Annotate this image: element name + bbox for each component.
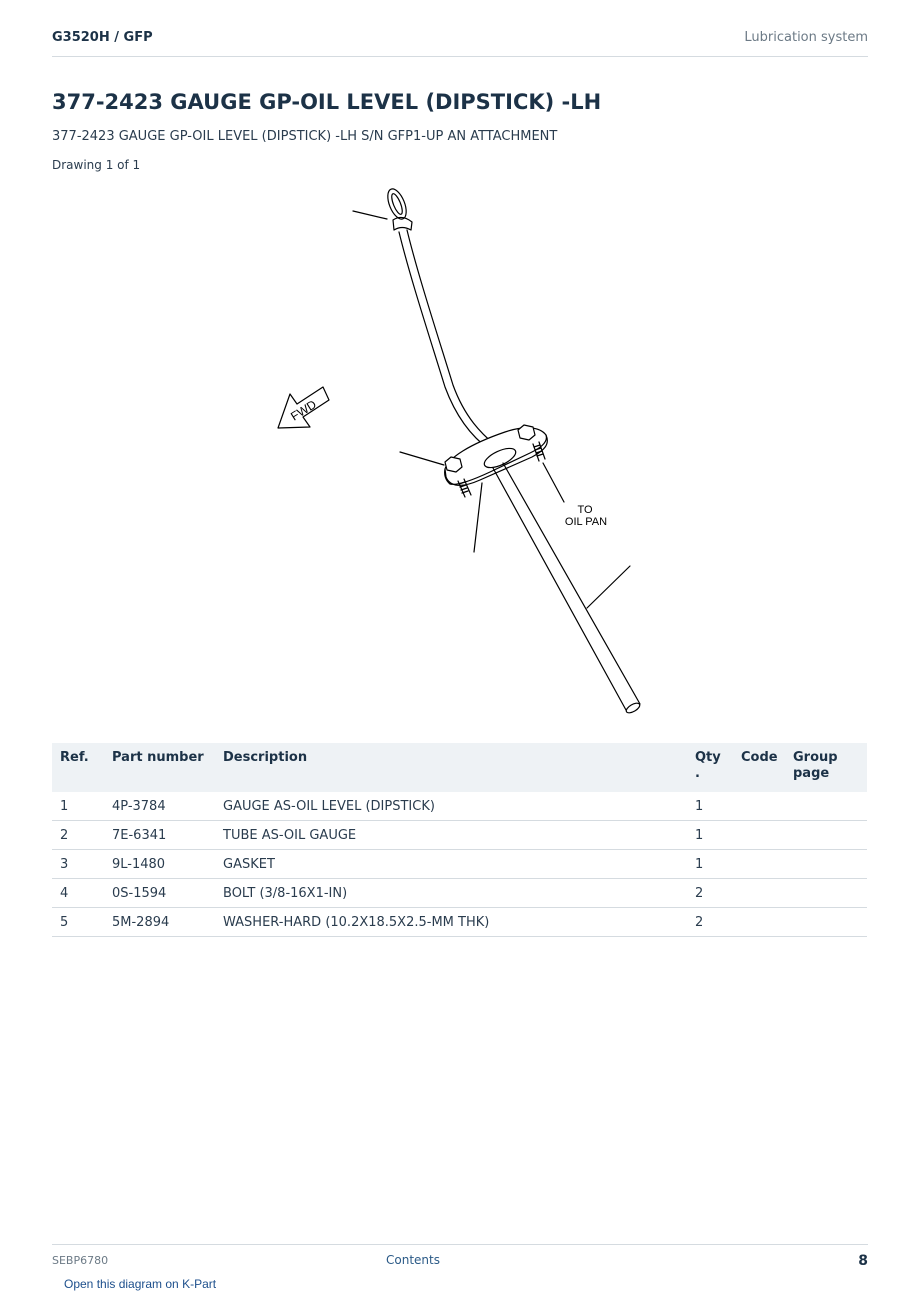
part-number-cell: 7E-6341 (104, 820, 215, 850)
qty-header-line2: . (695, 766, 700, 781)
group-page-cell (785, 907, 867, 937)
description-cell: GAUGE AS-OIL LEVEL (DIPSTICK) (215, 792, 687, 821)
oil-pan-note-line2: OIL PAN (565, 516, 607, 528)
code-cell (733, 849, 785, 879)
part-number-cell: 5M-2894 (104, 907, 215, 937)
ref-cell: 2 (52, 820, 104, 850)
leader-line (586, 565, 631, 609)
leader-line (542, 462, 565, 503)
ref-cell: 1 (52, 792, 104, 821)
page-footer: SEBP6780 Contents 8 (52, 1244, 868, 1285)
lower-tube (502, 462, 641, 705)
page-subtitle: 377-2423 GAUGE GP-OIL LEVEL (DIPSTICK) -… (52, 129, 558, 144)
bolt-left (444, 456, 472, 498)
group-page-cell (785, 849, 867, 879)
qty-header-line1: Qty (695, 750, 721, 765)
drawing-count: Drawing 1 of 1 (52, 158, 141, 172)
qty-cell: 2 (687, 878, 733, 908)
leader-line (473, 482, 483, 553)
group-page-cell (785, 792, 867, 821)
group-page-cell (785, 878, 867, 908)
kpart-link[interactable]: Open this diagram on K-Part (64, 1277, 217, 1291)
qty-cell: 1 (687, 849, 733, 879)
code-header: Code (733, 743, 785, 792)
part-number-cell: 9L-1480 (104, 849, 215, 879)
table-row[interactable]: 5 5M-2894 WASHER-HARD (10.2X18.5X2.5-MM … (52, 907, 867, 937)
ref-cell: 5 (52, 907, 104, 937)
table-row[interactable]: 1 4P-3784 GAUGE AS-OIL LEVEL (DIPSTICK) … (52, 792, 867, 821)
document-number: SEBP6780 (52, 1254, 109, 1267)
page-number: 8 (858, 1253, 868, 1269)
mounting-flange (444, 427, 548, 485)
part-number-header: Part number (104, 743, 215, 792)
ref-header: Ref. (52, 743, 104, 792)
fwd-arrow (277, 386, 330, 429)
ref-cell: 4 (52, 878, 104, 908)
contents-link[interactable]: Contents (386, 1253, 440, 1267)
lower-tube (492, 467, 627, 711)
table-row[interactable]: 2 7E-6341 TUBE AS-OIL GAUGE 1 (52, 820, 867, 850)
oil-pan-note-line1: TO (577, 504, 593, 516)
ref-cell: 3 (52, 849, 104, 879)
description-cell: TUBE AS-OIL GAUGE (215, 820, 687, 850)
description-cell: GASKET (215, 849, 687, 879)
leader-line (352, 210, 388, 220)
parts-table: Ref. Part number Description Qty. Code G… (52, 743, 867, 937)
leader-line (399, 451, 445, 466)
table-header-row: Ref. Part number Description Qty. Code G… (52, 743, 867, 792)
qty-cell: 1 (687, 820, 733, 850)
dipstick-handle (387, 188, 407, 220)
page-header: G3520H / GFP Lubrication system (52, 28, 868, 57)
group-header-line1: Group (793, 750, 838, 765)
code-cell (733, 907, 785, 937)
section-label: Lubrication system (744, 30, 868, 45)
qty-cell: 1 (687, 792, 733, 821)
part-number-cell: 0S-1594 (104, 878, 215, 908)
description-header: Description (215, 743, 687, 792)
code-cell (733, 878, 785, 908)
dipstick-handle-inner (391, 193, 403, 215)
flange-hole (483, 447, 517, 469)
code-cell (733, 820, 785, 850)
dipstick-upper-tube (398, 231, 491, 451)
page-title: 377-2423 GAUGE GP-OIL LEVEL (DIPSTICK) -… (52, 90, 602, 114)
table-row[interactable]: 4 0S-1594 BOLT (3/8-16X1-IN) 2 (52, 878, 867, 908)
dipstick-upper-tube (406, 229, 496, 446)
mounting-flange-edge (444, 434, 548, 486)
table-row[interactable]: 3 9L-1480 GASKET 1 (52, 849, 867, 879)
part-number-cell: 4P-3784 (104, 792, 215, 821)
qty-header: Qty. (687, 743, 733, 792)
parts-diagram[interactable]: FWD TO OIL PAN (250, 182, 670, 722)
model-label: G3520H / GFP (52, 30, 153, 45)
group-header-line2: page (793, 766, 830, 781)
bolt-right (517, 424, 546, 462)
group-page-cell (785, 820, 867, 850)
dipstick-collar (392, 216, 413, 231)
qty-cell: 2 (687, 907, 733, 937)
description-cell: WASHER-HARD (10.2X18.5X2.5-MM THK) (215, 907, 687, 937)
description-cell: BOLT (3/8-16X1-IN) (215, 878, 687, 908)
lower-tube-end (625, 702, 641, 714)
code-cell (733, 792, 785, 821)
